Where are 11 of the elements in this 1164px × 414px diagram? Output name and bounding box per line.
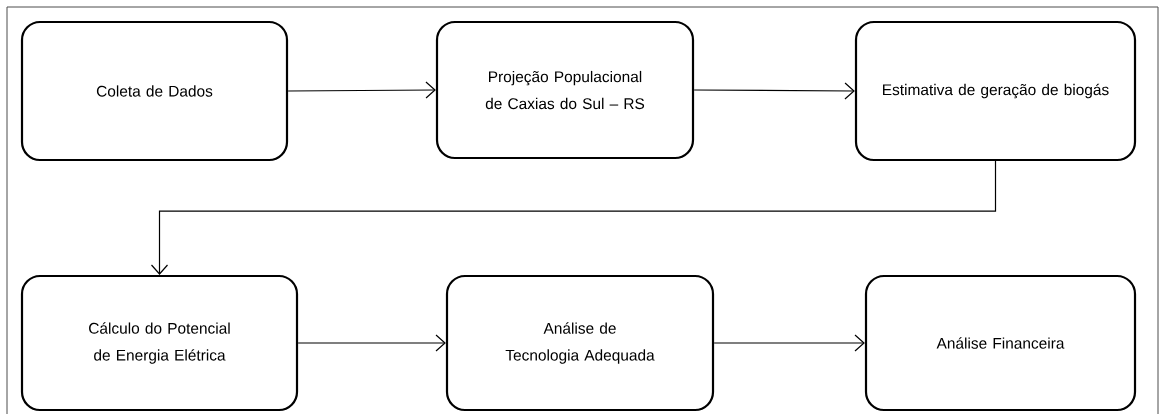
process-box: Análise Financeira xyxy=(864,274,1137,412)
process-box: Coleta de Dados xyxy=(20,20,289,162)
process-box: Cálculo do Potencial de Energia Elétrica xyxy=(20,274,299,412)
process-box: Estimativa de geração de biogás xyxy=(854,20,1137,162)
process-box: Análise de Tecnologia Adequada xyxy=(445,274,715,412)
arrow xyxy=(150,160,997,275)
process-box: Projeção Populacional de Caxias do Sul – RS xyxy=(435,20,695,160)
arrow xyxy=(297,334,446,352)
arrow xyxy=(713,334,865,352)
arrow xyxy=(287,81,436,99)
arrow xyxy=(693,82,855,100)
